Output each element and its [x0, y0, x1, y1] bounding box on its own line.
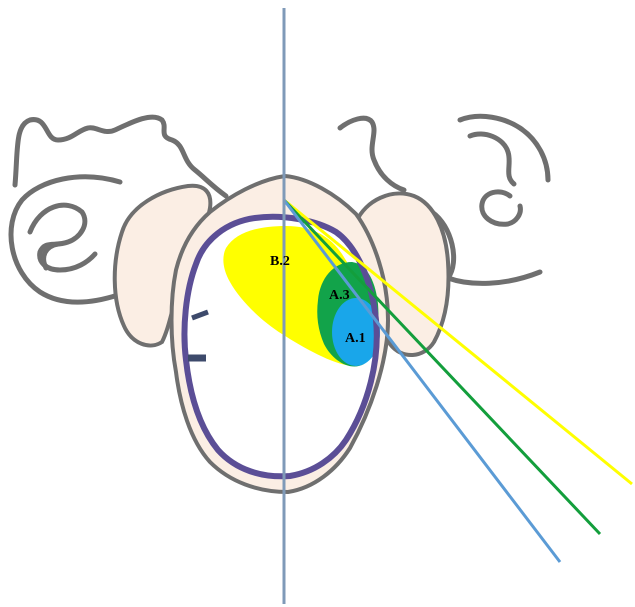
- right-outline-upper: [340, 118, 404, 190]
- left-outline-body: [11, 177, 120, 302]
- label-a1: A.1: [345, 331, 366, 346]
- left-ear-inner-2: [44, 244, 58, 268]
- right-ear-inner: [470, 134, 514, 184]
- left-ear-inner: [30, 205, 95, 270]
- label-b2: B.2: [270, 254, 290, 269]
- label-a3: A.3: [329, 288, 350, 303]
- right-small-loop: [482, 192, 521, 224]
